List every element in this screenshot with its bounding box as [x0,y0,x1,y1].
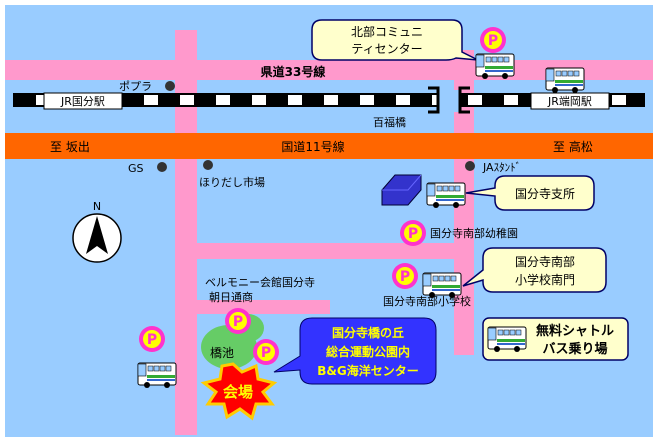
asahi-road [175,300,330,314]
branch-label: 国分寺支所 [515,187,575,201]
compass-north: N [93,200,101,213]
venue-line2: 総合運動公園内 [326,344,410,359]
south-gate-callout [462,247,607,293]
popura-marker [165,81,175,91]
cross-road-north [175,243,467,259]
station-kokubu: JR国分駅 [60,95,105,108]
horidashi-label: ほりだし市場 [199,175,265,189]
venue-burst [200,362,278,421]
parking-icon-lake-north [225,308,251,334]
venue-callout [273,317,437,385]
south-gate-line2: 小学校南門 [515,272,575,287]
asahi-dori-label: 朝日通商 [209,290,253,304]
hokubu-line1: 北部コミュニ [351,24,423,39]
kindergarten-label: 国分寺南部幼稚園 [430,226,518,240]
branch-callout [465,175,595,211]
hokubu-callout [311,19,479,61]
bus-icon-south-gate [422,272,462,299]
to-takamatsu-label: 至 高松 [553,139,593,154]
belmonie-label: ベルモニー会館国分寺 [205,275,315,289]
bus-icon-branch [426,182,466,209]
bridge-right [458,86,470,114]
parking-icon-west [139,326,165,352]
vertical-road-west [175,30,197,435]
venue-line1: 国分寺橋の丘 [332,325,404,340]
momofuku-bridge-label: 百福橋 [373,115,406,129]
gs-marker [157,162,167,172]
legend-line2: バス乗り場 [542,341,607,357]
bus-icon-hokubu [475,53,515,80]
parking-icon-lake-east [253,339,279,365]
gs-label: GS [128,162,144,175]
route33-label: 県道33号線 [261,64,326,79]
venue-line3: B&G海洋センター [317,363,418,378]
legend-line1: 無料シャトル [536,323,614,339]
legend-bus-icon [487,326,527,353]
hokubu-line2: ティセンター [351,42,422,56]
railway-gap [437,90,459,112]
station-hashioka-box [530,92,610,110]
station-kokubu-box [43,92,123,110]
parking-icon-hokubu [480,27,506,53]
compass-icon: N [72,200,122,263]
route11-label: 国道11号線 [281,139,344,154]
venue-label: 会場 [223,383,253,401]
south-gate-line1: 国分寺南部 [515,254,575,269]
to-sakaide-label: 至 坂出 [50,140,90,154]
route11-road [5,133,653,159]
elementary-label: 国分寺南部小学校 [383,294,471,308]
bridge-left [428,86,440,114]
station-hashioka: JR端岡駅 [547,95,592,108]
bus-icon-west [137,362,177,389]
bus-icon-hashioka [545,67,585,94]
ja-stand-label: JAｽﾀﾝﾄﾞ [482,161,521,174]
popura-label: ポプラ [119,80,152,93]
lake-label: 橋池 [210,346,234,360]
ja-stand-marker [465,161,475,171]
parking-icon-kindergarten [400,220,426,246]
horidashi-marker [203,160,213,170]
branch-building-roof-icon [382,174,422,191]
parking-icon-elementary [392,263,418,289]
